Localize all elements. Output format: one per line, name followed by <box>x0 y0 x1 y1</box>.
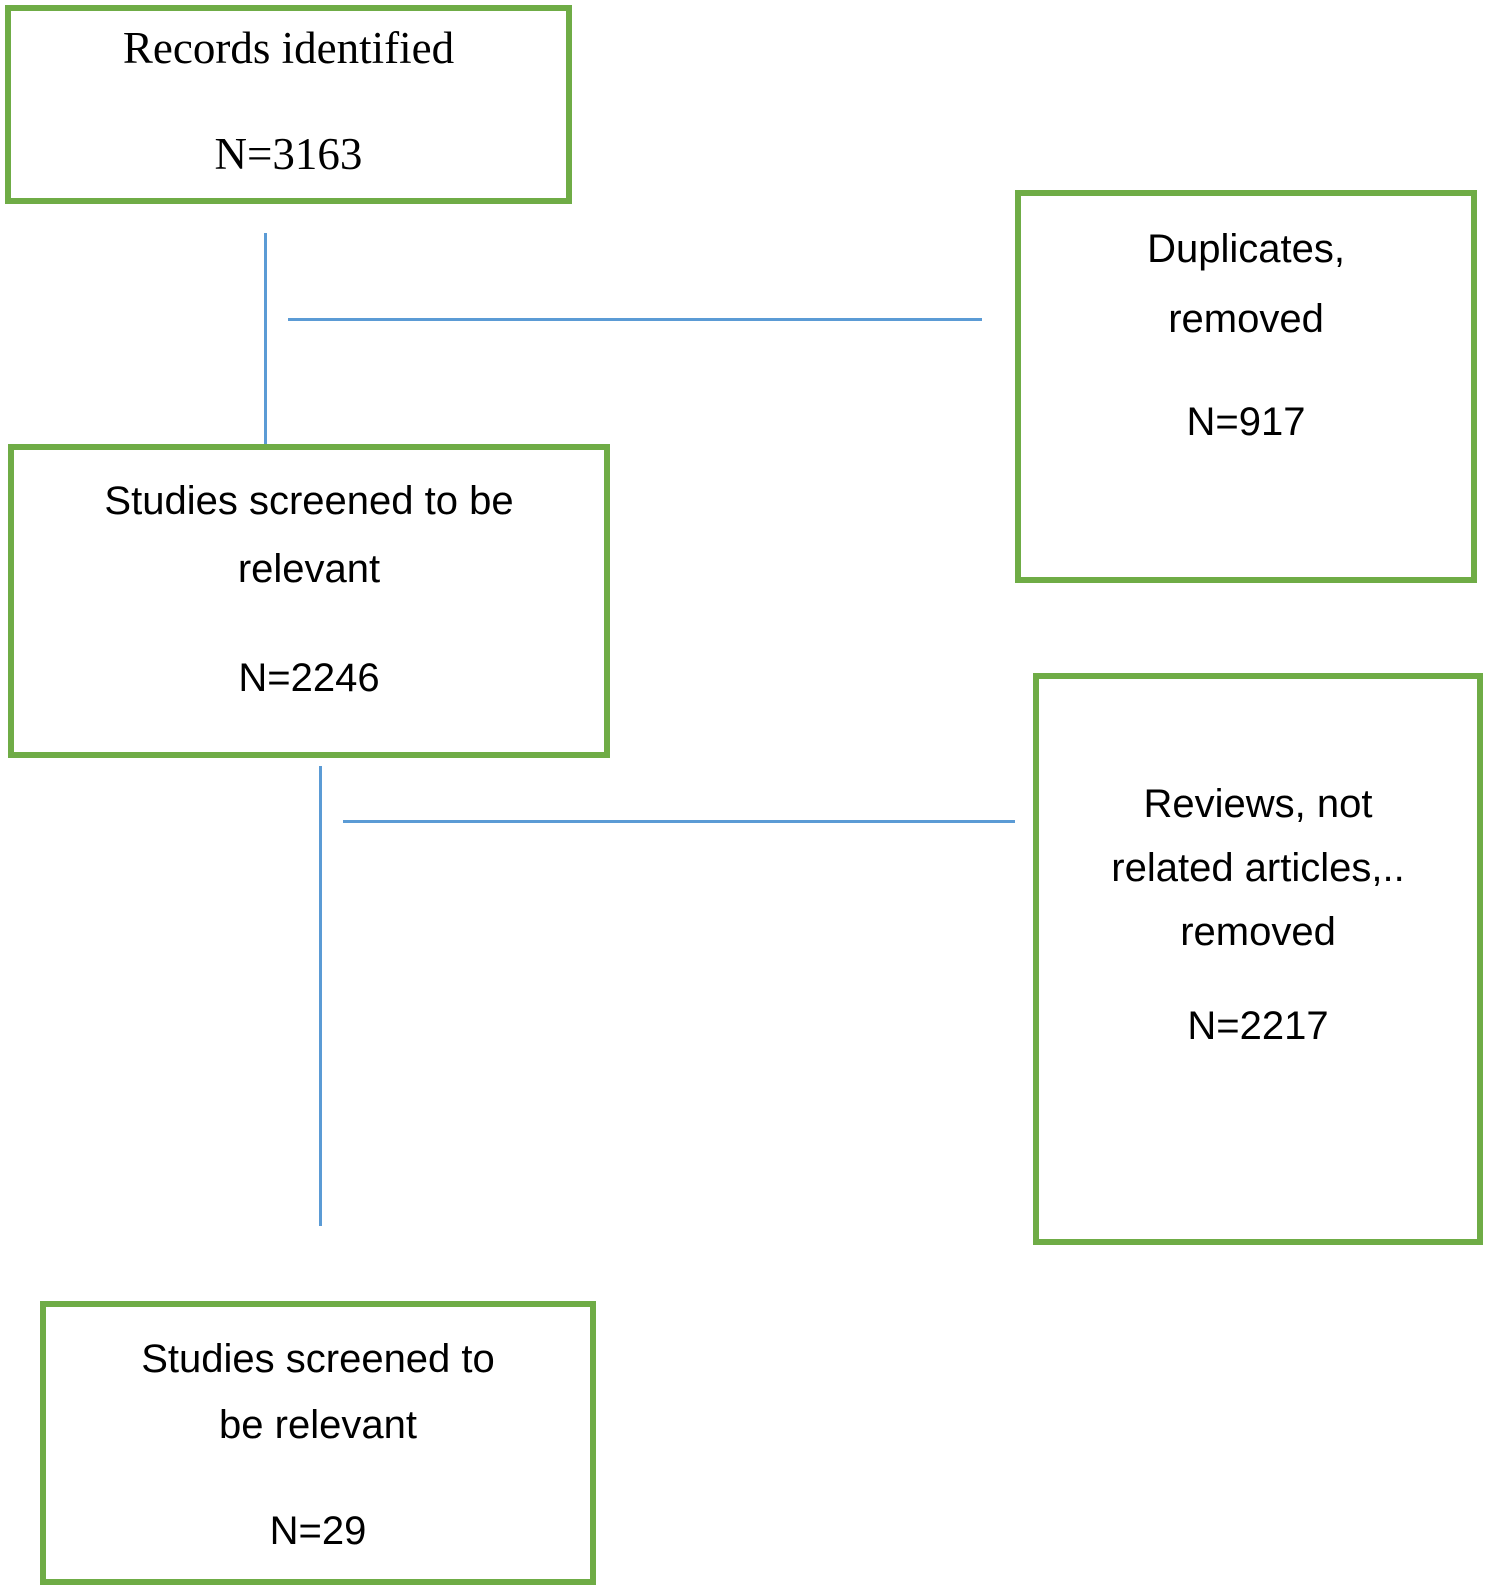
box-studies-relevant-label-line-1: Studies screened to <box>141 1337 495 1381</box>
box-duplicates-removed: Duplicates, removed N=917 <box>1015 190 1477 583</box>
box-records-identified: Records identified N=3163 <box>5 5 572 204</box>
box-studies-relevant: Studies screened to be relevant N=29 <box>40 1301 596 1585</box>
box-reviews-removed-label-line-1: Reviews, not <box>1143 782 1373 826</box>
box-records-identified-label: Records identified <box>122 23 455 73</box>
connector-screened-to-relevant-vertical <box>319 766 322 1226</box>
box-reviews-removed-count: N=2217 <box>1187 1004 1329 1048</box>
box-studies-screened-label-line-2: relevant <box>237 547 381 591</box>
connector-to-duplicates-horizontal <box>288 318 982 321</box>
box-duplicates-removed-label-line-2: removed <box>1168 297 1324 341</box>
box-reviews-removed-label-line-2: related articles,.. <box>1111 846 1405 890</box>
box-reviews-removed: Reviews, not related articles,.. removed… <box>1033 673 1483 1245</box>
box-reviews-removed-label-line-3: removed <box>1180 910 1336 954</box>
box-records-identified-count: N=3163 <box>214 129 363 179</box>
box-studies-screened-label-line-1: Studies screened to be <box>104 479 514 523</box>
box-studies-screened-count: N=2246 <box>238 656 380 700</box>
connector-records-to-screened-vertical <box>264 233 267 444</box>
connector-to-reviews-horizontal <box>343 820 1015 823</box>
box-studies-relevant-label-line-2: be relevant <box>219 1403 417 1447</box>
box-studies-screened: Studies screened to be relevant N=2246 <box>8 444 610 758</box>
box-duplicates-removed-label-line-1: Duplicates, <box>1147 227 1345 271</box>
box-studies-relevant-count: N=29 <box>269 1509 367 1553</box>
box-duplicates-removed-count: N=917 <box>1186 400 1306 444</box>
